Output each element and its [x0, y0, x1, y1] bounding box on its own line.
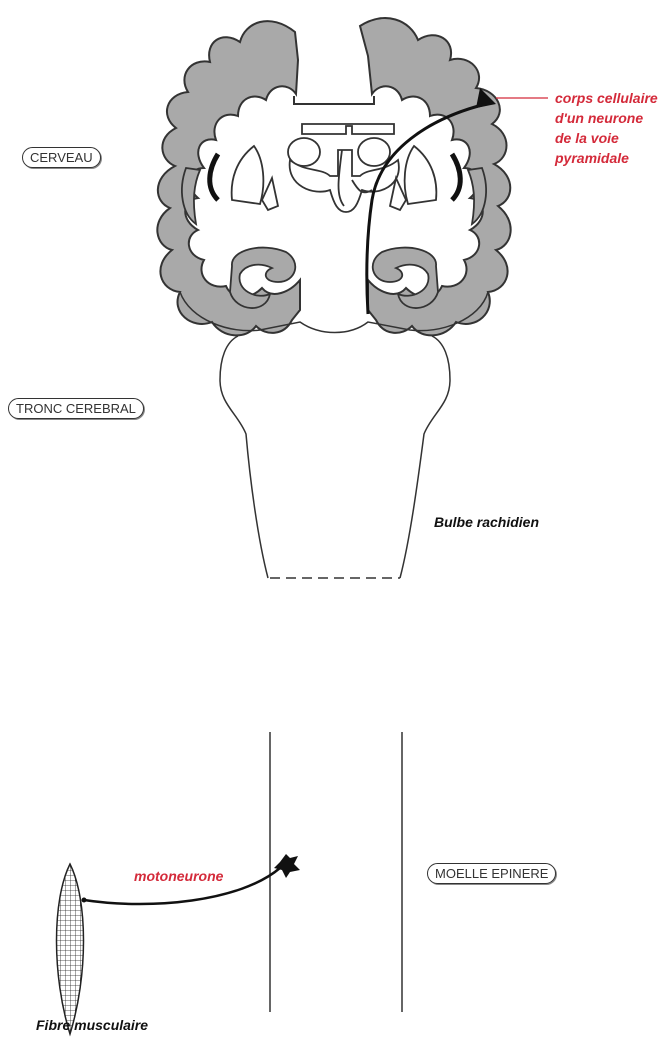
label-corps-cellulaire: corps cellulaire d'un neurone de la voie… — [555, 88, 665, 168]
neuromuscular-junction — [82, 898, 87, 903]
motoneuron-body — [274, 854, 300, 878]
label-moelle-epinere: MOELLE EPINERE — [427, 863, 556, 884]
corps-line-4: pyramidale — [555, 148, 665, 168]
label-fibre-musculaire: Fibre musculaire — [36, 1017, 148, 1033]
label-bulbe-rachidien: Bulbe rachidien — [434, 514, 539, 530]
brainstem-outline — [220, 336, 450, 578]
corpus-callosum — [294, 96, 374, 104]
left-hemisphere-cortex — [157, 21, 300, 335]
corps-line-2: d'un neurone — [555, 108, 665, 128]
brain — [157, 18, 548, 335]
muscle-fiber — [57, 864, 84, 1034]
label-cerveau: CERVEAU — [22, 147, 101, 168]
corps-line-1: corps cellulaire — [555, 88, 665, 108]
label-tronc-cerebral: TRONC CEREBRAL — [8, 398, 144, 419]
corps-line-3: de la voie — [555, 128, 665, 148]
label-motoneurone: motoneurone — [134, 866, 223, 886]
